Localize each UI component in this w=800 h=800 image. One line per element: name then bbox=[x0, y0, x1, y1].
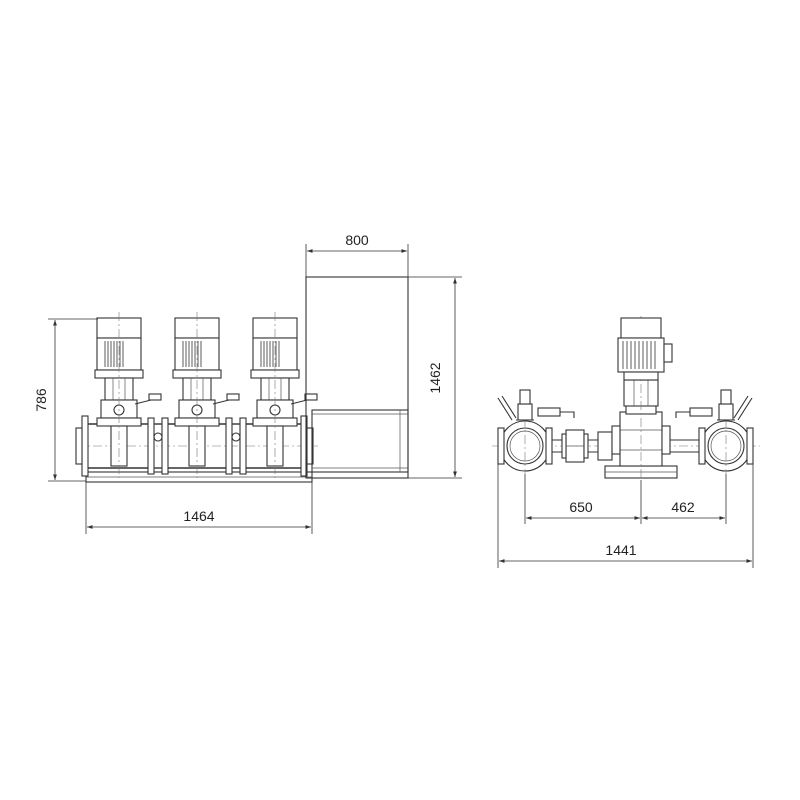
tank-body bbox=[305, 276, 409, 479]
pump-unit bbox=[172, 312, 240, 478]
dimension-1441-label: 1441 bbox=[605, 542, 636, 558]
dimension-1462: 1462 bbox=[408, 276, 462, 479]
side-view bbox=[492, 316, 760, 480]
dimension-800-label: 800 bbox=[345, 232, 369, 248]
dimension-1464: 1464 bbox=[85, 482, 313, 534]
dimension-1462-label: 1462 bbox=[427, 362, 443, 393]
side-motor bbox=[617, 317, 673, 381]
manifold-pipe bbox=[75, 415, 318, 477]
motor-fins-side bbox=[622, 341, 656, 369]
dimension-650-label: 650 bbox=[569, 499, 593, 515]
pump-unit bbox=[250, 312, 318, 478]
check-valve bbox=[561, 429, 613, 463]
dimension-800: 800 bbox=[305, 232, 409, 277]
dimension-786-label: 786 bbox=[33, 388, 49, 412]
tank-front bbox=[305, 276, 409, 479]
dimension-462-label: 462 bbox=[671, 499, 695, 515]
side-pump-housing bbox=[611, 316, 671, 480]
right-manifold bbox=[698, 418, 754, 474]
dimension-1464-label: 1464 bbox=[183, 508, 214, 524]
dimension-1441: 1441 bbox=[497, 464, 754, 568]
front-view bbox=[75, 276, 409, 483]
dimension-786: 786 bbox=[33, 318, 98, 482]
pump-unit bbox=[94, 312, 162, 478]
right-valve-handle bbox=[675, 389, 753, 421]
dimension-650: 650 bbox=[524, 474, 642, 524]
left-valve-handle bbox=[497, 389, 575, 421]
dimension-462: 462 bbox=[642, 474, 727, 524]
left-manifold bbox=[497, 418, 553, 474]
